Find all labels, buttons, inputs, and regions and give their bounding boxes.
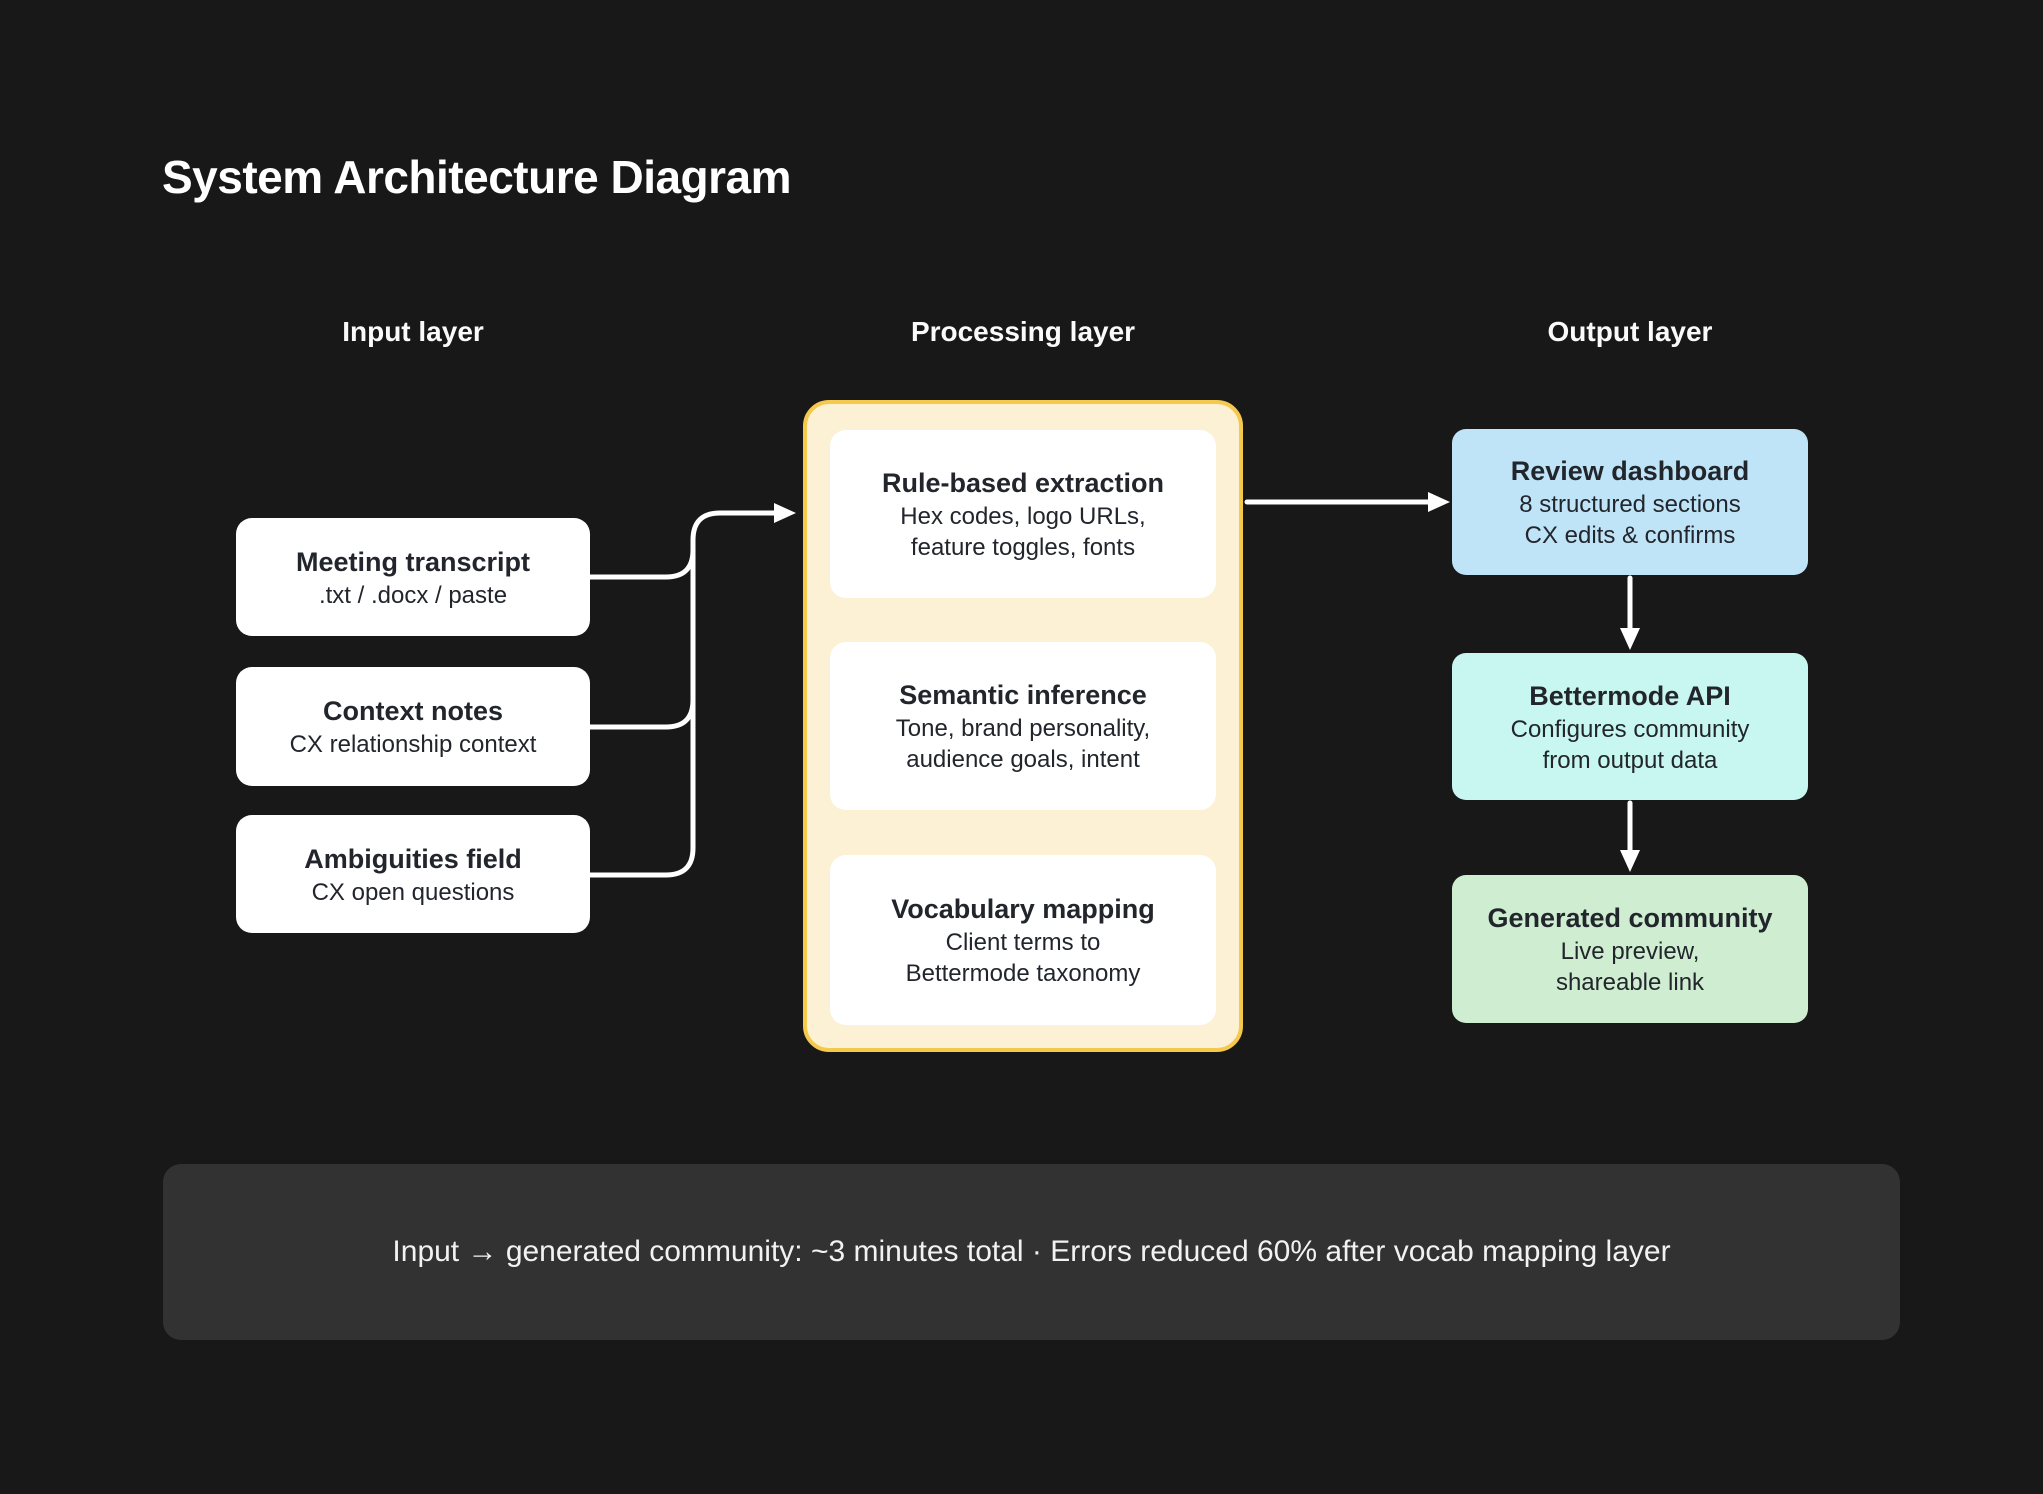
footer-metrics-bar: Input → generated community: ~3 minutes … bbox=[163, 1164, 1900, 1340]
node-subtitle-line1: Configures community bbox=[1510, 715, 1750, 743]
node-generated-community: Generated community Live preview, sharea… bbox=[1452, 875, 1808, 1023]
node-subtitle-line1: Tone, brand personality, bbox=[895, 715, 1151, 742]
node-title: Generated community bbox=[1487, 903, 1773, 933]
node-subtitle-line1: Live preview, bbox=[1560, 938, 1700, 965]
node-subtitle-line2: feature toggles, fonts bbox=[910, 534, 1136, 561]
processing-layer-container: Rule-based extraction Hex codes, logo UR… bbox=[803, 400, 1243, 1052]
node-context-notes: Context notes CX relationship context bbox=[236, 667, 590, 786]
node-title: Review dashboard bbox=[1510, 456, 1750, 486]
node-title: Rule-based extraction bbox=[881, 468, 1165, 498]
page-title: System Architecture Diagram bbox=[162, 151, 792, 203]
connector-meeting-transcript bbox=[587, 547, 696, 580]
node-title: Vocabulary mapping bbox=[891, 894, 1155, 924]
column-header-output: Output layer bbox=[1547, 316, 1713, 347]
node-subtitle-line2: Bettermode taxonomy bbox=[905, 960, 1141, 987]
node-vocabulary-mapping: Vocabulary mapping Client terms to Bette… bbox=[830, 855, 1216, 1025]
node-rule-based-extraction: Rule-based extraction Hex codes, logo UR… bbox=[830, 430, 1216, 598]
node-subtitle: CX relationship context bbox=[289, 731, 537, 758]
column-header-input: Input layer bbox=[342, 316, 484, 347]
node-subtitle-line2: shareable link bbox=[1555, 969, 1705, 996]
node-subtitle-line2: audience goals, intent bbox=[906, 746, 1140, 773]
node-subtitle-line1: Hex codes, logo URLs, bbox=[900, 503, 1146, 530]
node-title: Semantic inference bbox=[899, 680, 1147, 710]
node-title: Ambiguities field bbox=[304, 843, 522, 874]
node-subtitle-line1: 8 structured sections bbox=[1519, 491, 1741, 518]
footer-metrics-text: Input → generated community: ~3 minutes … bbox=[392, 1235, 1671, 1268]
node-review-dashboard: Review dashboard 8 structured sections C… bbox=[1452, 429, 1808, 575]
node-semantic-inference: Semantic inference Tone, brand personali… bbox=[830, 642, 1216, 810]
node-subtitle-line2: from output data bbox=[1542, 746, 1718, 774]
node-meeting-transcript: Meeting transcript .txt / .docx / paste bbox=[236, 518, 590, 636]
node-title: Meeting transcript bbox=[295, 546, 531, 577]
column-header-processing: Processing layer bbox=[910, 316, 1136, 347]
node-bettermode-api: Bettermode API Configures community from… bbox=[1452, 653, 1808, 800]
node-ambiguities-field: Ambiguities field CX open questions bbox=[236, 815, 590, 933]
connector-ambiguities-to-processing-arrow bbox=[587, 503, 796, 878]
node-subtitle-line1: Client terms to bbox=[945, 929, 1101, 956]
connector-context-notes bbox=[587, 697, 696, 730]
node-title: Bettermode API bbox=[1529, 680, 1731, 711]
node-subtitle-line2: CX edits & confirms bbox=[1524, 522, 1736, 549]
node-subtitle: .txt / .docx / paste bbox=[318, 581, 508, 609]
node-title: Context notes bbox=[322, 696, 503, 726]
node-subtitle: CX open questions bbox=[311, 878, 515, 906]
